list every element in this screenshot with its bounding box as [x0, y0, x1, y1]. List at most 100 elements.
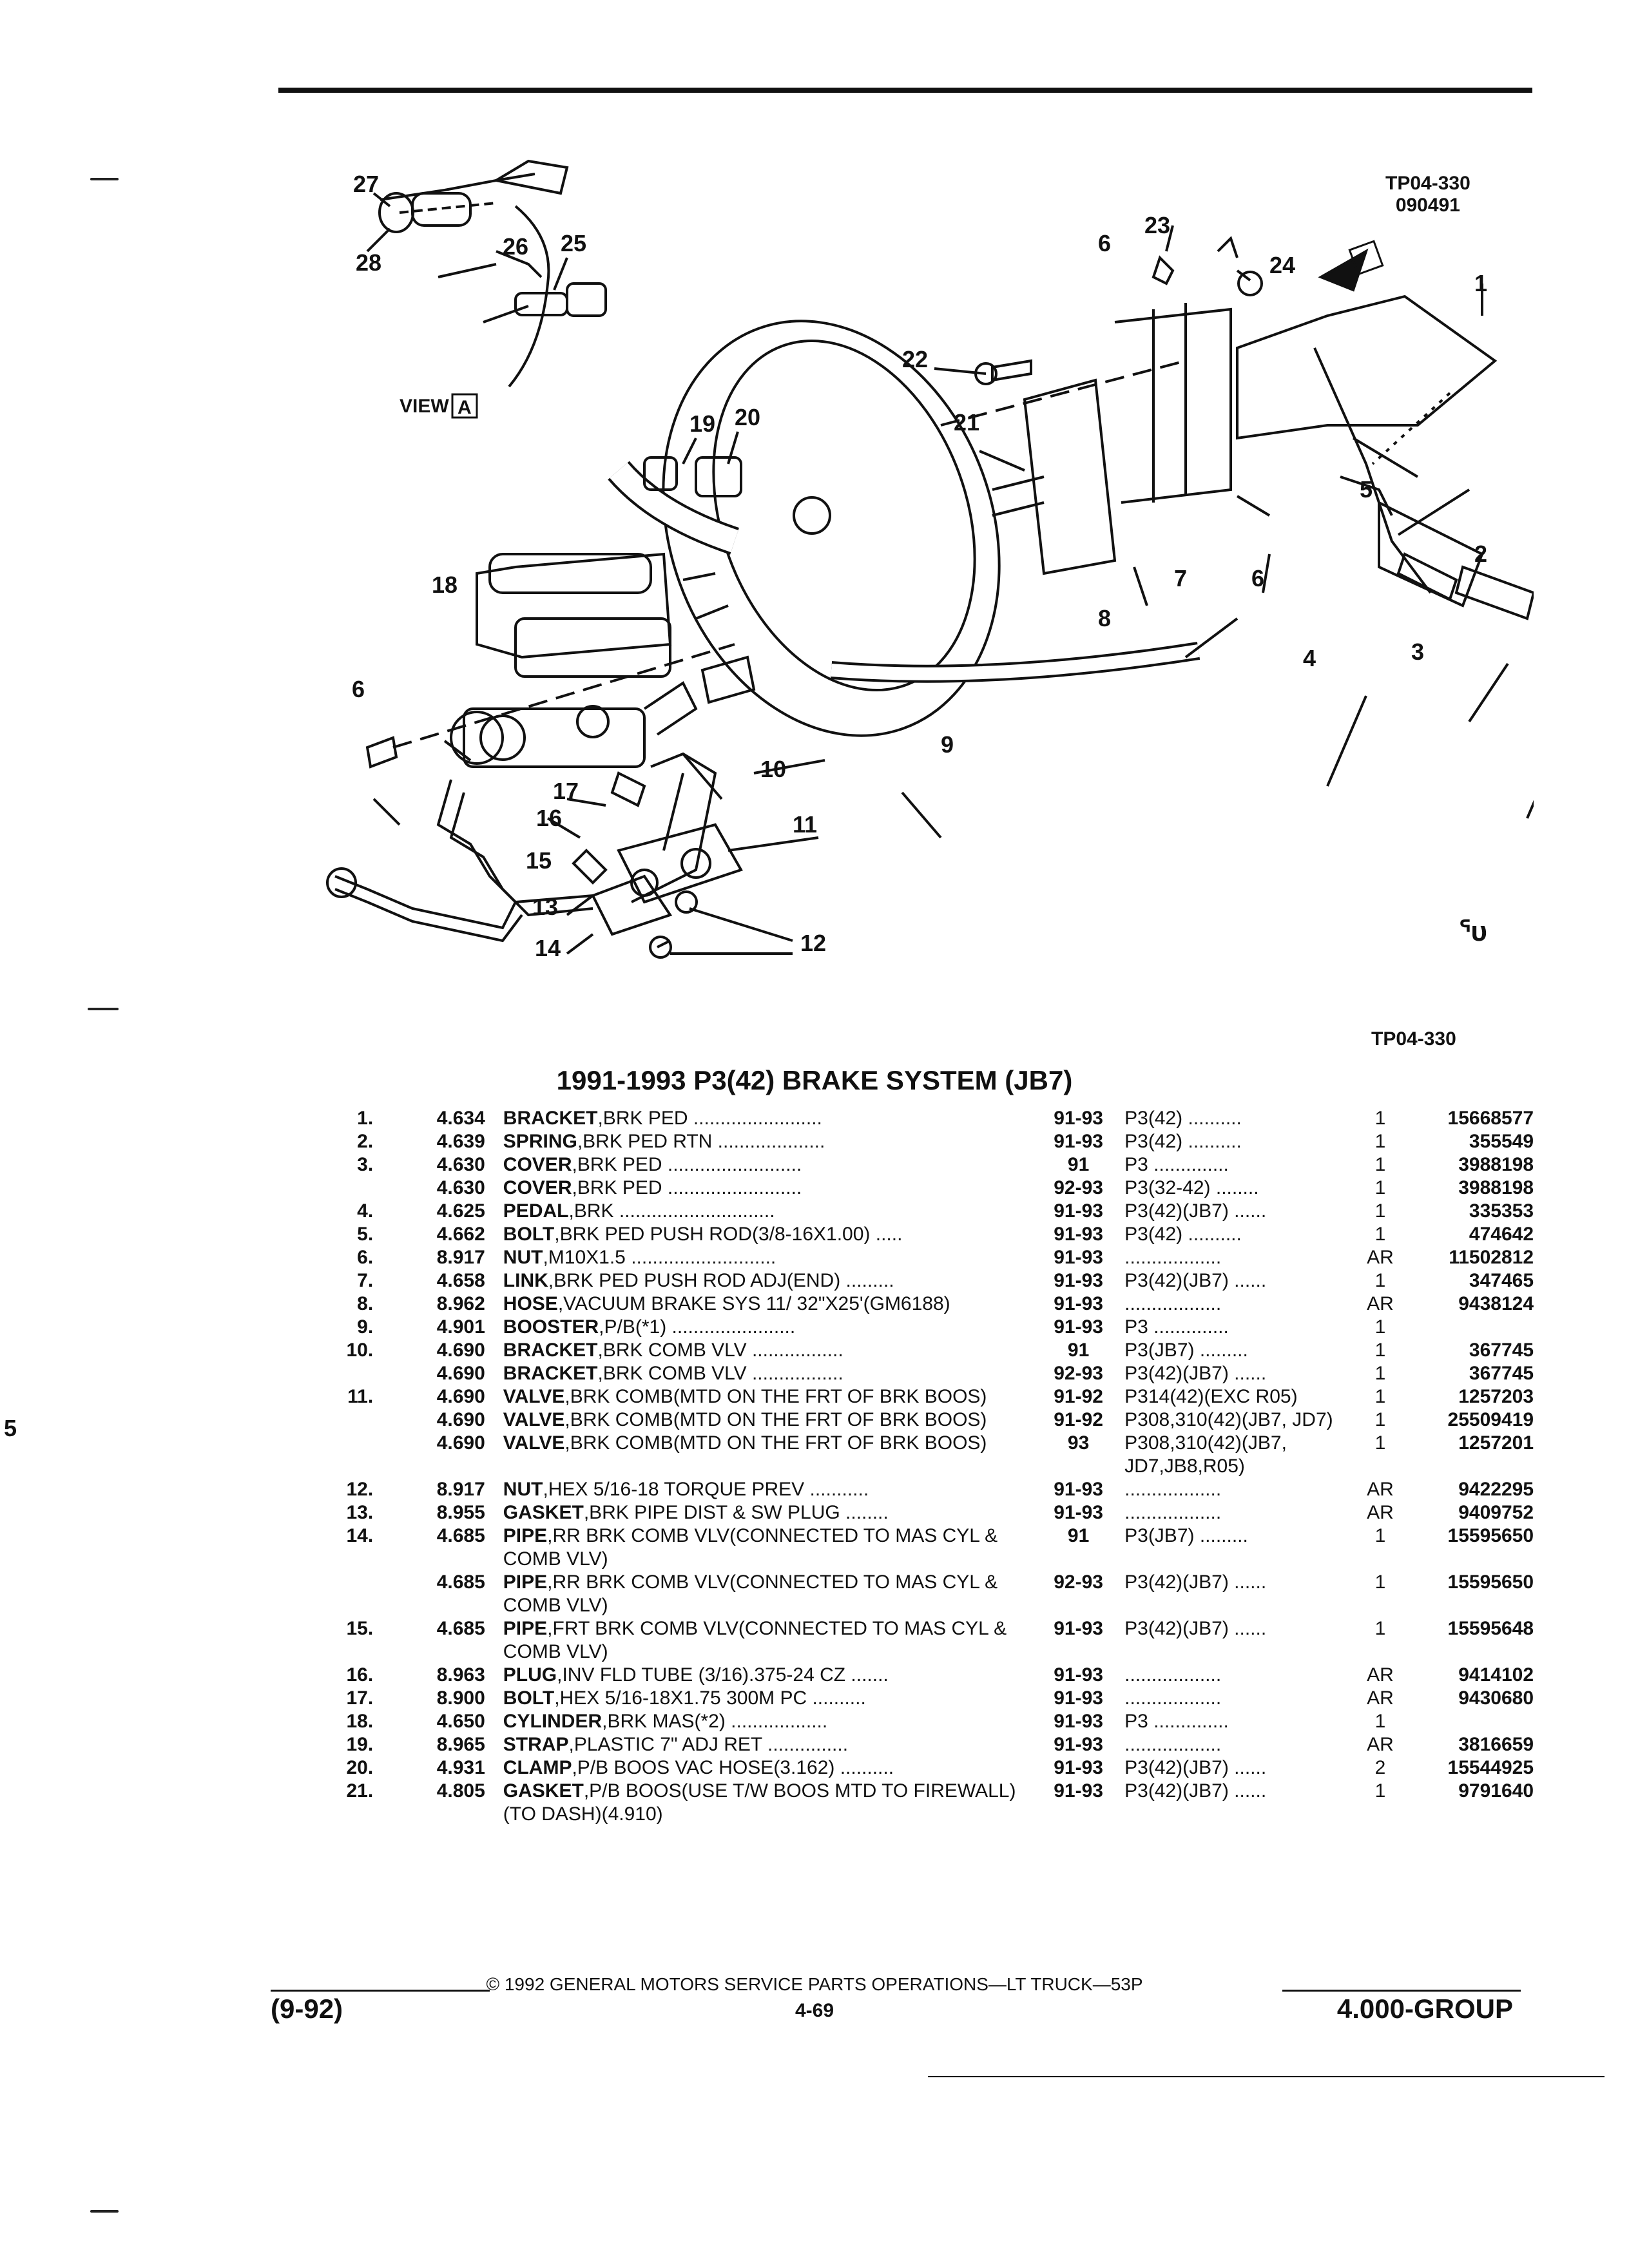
quantity: 1: [1374, 1177, 1386, 1198]
margin-tick: [90, 2210, 119, 2213]
part-number: 347465: [1469, 1270, 1534, 1291]
part-name: BRACKET: [503, 1108, 598, 1129]
item-number: 5.: [357, 1224, 374, 1245]
group-number: 8.900: [436, 1687, 485, 1709]
callout-10: 10: [760, 756, 786, 782]
part-description: NUT,M10X1.5 ...........................: [485, 1246, 1040, 1269]
part-name: VALVE: [503, 1409, 565, 1430]
callout-3: 3: [1411, 639, 1424, 665]
part-detail: ,BRK PED RTN ....................: [577, 1131, 825, 1152]
model-years: 91-93: [1054, 1711, 1103, 1732]
footer-rule-left: [271, 1990, 490, 1992]
part-detail: ,BRK COMB(MTD ON THE FRT OF BRK BOOS): [564, 1432, 987, 1454]
model-usage: P3(42)(JB7) ......: [1124, 1270, 1267, 1291]
quantity: 1: [1374, 1711, 1386, 1732]
part-description: HOSE,VACUUM BRAKE SYS 11/ 32"X25'(GM6188…: [485, 1293, 1040, 1316]
callout-15: 15: [526, 847, 552, 874]
footer-date: (9-92): [271, 1994, 343, 2024]
part-name: PIPE: [503, 1525, 548, 1546]
part-detail: ,RR BRK COMB VLV(CONNECTED TO MAS CYL & …: [503, 1525, 998, 1570]
margin-tick: [88, 1008, 119, 1010]
group-number: 4.630: [436, 1177, 485, 1198]
callout-6: 6: [352, 676, 365, 702]
model-years: 91-92: [1054, 1386, 1103, 1407]
quantity: 1: [1374, 1618, 1386, 1639]
item-number: 11.: [347, 1386, 374, 1407]
callout-2: 2: [1474, 541, 1487, 567]
model-usage: P3(42) ..........: [1124, 1131, 1242, 1152]
part-description: PIPE,RR BRK COMB VLV(CONNECTED TO MAS CY…: [485, 1571, 1040, 1617]
model-years: 91-93: [1054, 1502, 1103, 1523]
group-number: 4.931: [436, 1757, 485, 1778]
part-number: 15544925: [1447, 1757, 1534, 1778]
model-years: 91-93: [1054, 1293, 1103, 1314]
part-detail: ,BRK COMB VLV .................: [597, 1340, 843, 1361]
part-description: SPRING,BRK PED RTN ....................: [485, 1130, 1040, 1153]
part-number: 9414102: [1458, 1664, 1534, 1686]
part-description: COVER,BRK PED .........................: [485, 1177, 1040, 1200]
part-description: GASKET,BRK PIPE DIST & SW PLUG ........: [485, 1501, 1040, 1524]
group-number: 4.658: [436, 1270, 485, 1291]
view-label: VIEW: [400, 396, 449, 417]
quantity: AR: [1367, 1479, 1394, 1500]
item-number: 13.: [346, 1502, 374, 1523]
part-number: 1257203: [1458, 1386, 1534, 1407]
part-name: COVER: [503, 1177, 572, 1198]
group-number: 4.650: [436, 1711, 485, 1732]
publisher-logo: ᕐᴜ: [1459, 916, 1488, 947]
part-detail: ,BRK .............................: [568, 1200, 775, 1222]
group-number: 4.901: [436, 1316, 485, 1338]
model-usage: P3(42)(JB7) ......: [1124, 1618, 1267, 1639]
item-number: 18.: [346, 1711, 374, 1732]
model-years: 91-93: [1054, 1247, 1103, 1268]
model-years: 92-93: [1054, 1177, 1103, 1198]
callout-6: 6: [1251, 565, 1264, 591]
quantity: AR: [1367, 1734, 1394, 1755]
group-number: 8.963: [436, 1664, 485, 1686]
model-years: 91-93: [1054, 1664, 1103, 1686]
quantity: AR: [1367, 1247, 1394, 1268]
group-number: 8.965: [436, 1734, 485, 1755]
item-number: 10.: [346, 1340, 374, 1361]
section-title: 1991-1993 P3(42) BRAKE SYSTEM (JB7): [556, 1065, 1073, 1095]
model-years: 91: [1067, 1154, 1090, 1175]
group-number: 4.685: [436, 1571, 485, 1593]
model-years: 91-93: [1054, 1316, 1103, 1338]
group-number: 4.690: [436, 1363, 485, 1384]
model-usage: P308,310(42)(JB7, JD7,JB8,R05): [1124, 1432, 1287, 1477]
quantity: 1: [1374, 1224, 1386, 1245]
figure-code-bottom: TP04-330: [1371, 1028, 1456, 1050]
model-years: 91-93: [1054, 1224, 1103, 1245]
model-years: 92-93: [1054, 1571, 1103, 1593]
part-description: BRACKET,BRK COMB VLV .................: [485, 1339, 1040, 1362]
part-number: 3988198: [1458, 1154, 1534, 1175]
callout-25: 25: [561, 230, 586, 256]
model-usage: P3 ..............: [1124, 1711, 1229, 1732]
callout-27: 27: [353, 171, 379, 197]
quantity: AR: [1367, 1687, 1394, 1709]
exploded-view-illustration: 27 26 25 28 23 6 24 1 22 19 20 21 5 2 18…: [326, 159, 1548, 961]
part-detail: ,INV FLD TUBE (3/16).375-24 CZ .......: [557, 1664, 889, 1686]
top-rule: [278, 88, 1532, 93]
part-number: 15595648: [1447, 1618, 1534, 1639]
item-number: 9.: [357, 1316, 374, 1338]
item-number: 2.: [357, 1131, 374, 1152]
callout-8: 8: [1098, 605, 1111, 631]
group-number: 8.962: [436, 1293, 485, 1314]
part-name: BOLT: [503, 1687, 555, 1709]
view-letter-box: [451, 393, 478, 419]
part-description: PEDAL,BRK .............................: [485, 1200, 1040, 1223]
callout-1: 1: [1474, 270, 1487, 296]
model-years: 91-93: [1054, 1479, 1103, 1500]
model-usage: ..................: [1124, 1734, 1222, 1755]
callout-28: 28: [356, 249, 381, 276]
model-usage: P3(32-42) ........: [1124, 1177, 1259, 1198]
part-description: CLAMP,P/B BOOS VAC HOSE(3.162) .........…: [485, 1756, 1040, 1780]
